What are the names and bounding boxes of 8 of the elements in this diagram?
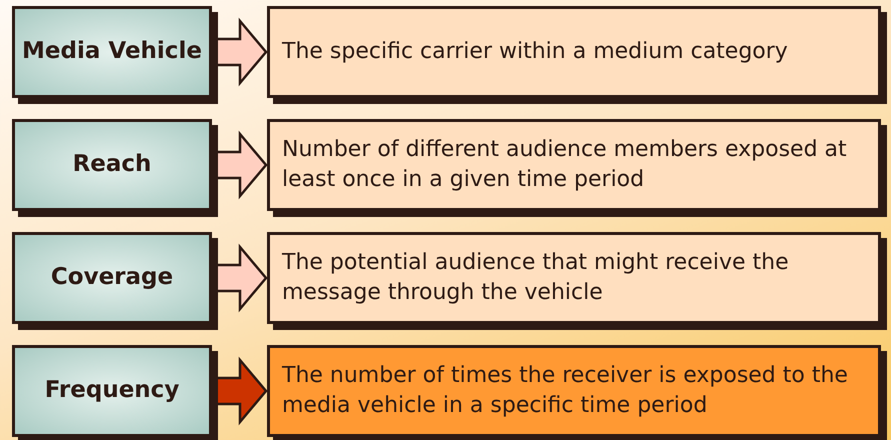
term-label: Frequency [44, 376, 180, 406]
definition-text: The specific carrier within a medium category [282, 38, 789, 66]
definition-text: The number of times the receiver is exposed to the media vehicle in a specific time period [282, 362, 849, 420]
term-label: Media Vehicle [22, 37, 202, 66]
definition-text: Number of different audience members exposed at least once in a given time period [282, 136, 848, 194]
term-label: Reach [72, 150, 152, 180]
term-label: Coverage [50, 263, 174, 292]
definition-text: The potential audience that might receive the message through the vehicle [282, 248, 790, 307]
